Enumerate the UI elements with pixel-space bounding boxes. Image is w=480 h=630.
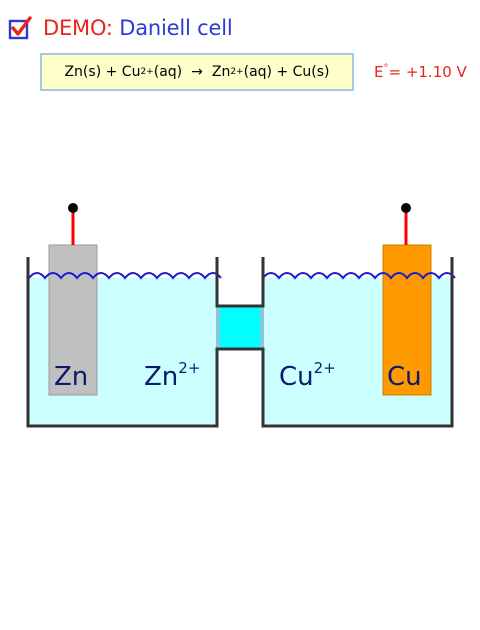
slide-title: DEMO: Daniell cell [43,16,233,40]
zinc-electrode [48,244,98,396]
title-row: DEMO: Daniell cell [8,12,233,44]
checkbox-checked-icon[interactable] [8,15,34,41]
copper-electrode [382,244,432,396]
copper-ion-charge: 2+ [314,359,336,377]
eq-reactant-2-state: (aq) [153,64,183,80]
zinc-ion-symbol: Zn [144,362,178,392]
eq-reactant-1: Zn(s) [64,64,102,80]
salt-bridge [218,306,262,350]
copper-terminal [401,203,411,213]
zinc-ion-charge: 2+ [178,359,200,377]
eq-reactant-2: Cu [121,64,141,80]
eq-plus-1: + [105,64,118,80]
eq-product-1: Zn [211,64,231,80]
copper-ion-label: Cu2+ [279,359,336,392]
zinc-ion-label: Zn2+ [144,359,200,392]
zinc-terminal [68,203,78,213]
eq-arrow: → [191,64,203,80]
copper-ion-symbol: Cu [279,362,314,392]
title-main: Daniell cell [119,16,233,40]
zinc-electrode-label: Zn [54,362,88,392]
left-liquid-surface [28,272,222,280]
container-outline [26,257,454,428]
potential-symbol: E [374,63,384,81]
cell-potential: E°= +1.10 V [374,63,467,81]
right-liquid-surface [262,272,456,280]
eq-reactant-2-charge: 2+ [140,67,154,77]
eq-product-2: Cu(s) [292,64,330,80]
copper-electrode-label: Cu [387,362,422,392]
eq-product-1-charge: 2+ [230,67,244,77]
eq-plus-2: + [276,64,289,80]
eq-product-1-state: (aq) [243,64,272,80]
potential-degree: ° [383,63,389,74]
potential-value: = +1.10 V [388,63,467,81]
title-prefix: DEMO: [43,16,113,40]
